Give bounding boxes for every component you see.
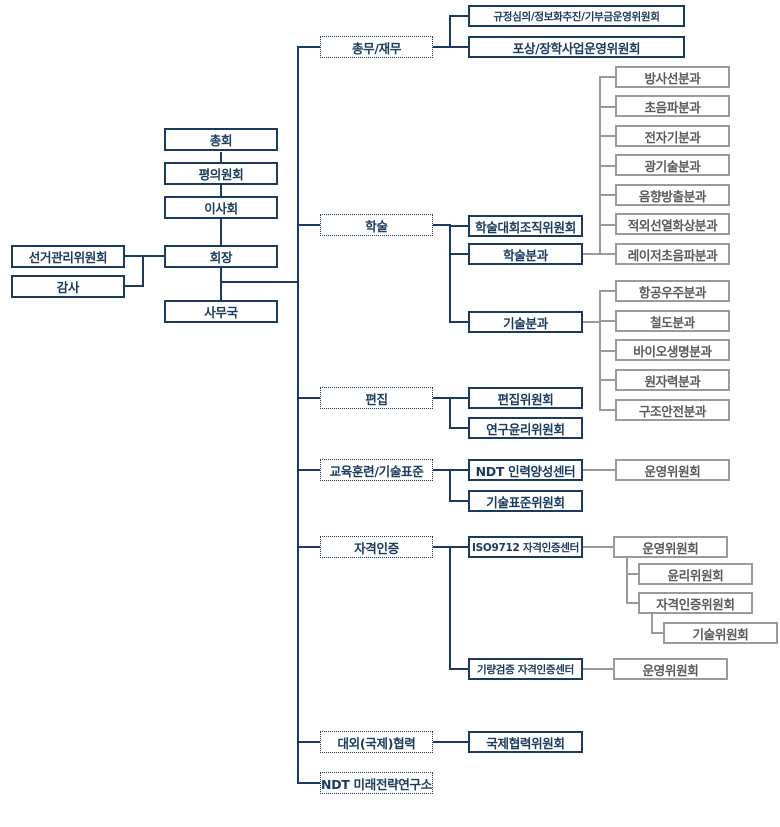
connector-line: [599, 290, 615, 292]
node-hr-steering-committee: 운영위원회: [615, 459, 730, 481]
connector-line: [220, 185, 222, 196]
node-skill-steering-committee: 운영위원회: [613, 658, 728, 680]
connector-line: [599, 106, 615, 108]
node-technical-subdivisions: 기술분과: [468, 311, 583, 333]
node-structural-safety-subdivision: 구조안전분과: [615, 399, 730, 421]
connector-line: [449, 427, 468, 429]
connector-line: [599, 409, 615, 411]
node-technical-standards-committee: 기술표준위원회: [468, 490, 583, 512]
connector-line: [449, 668, 468, 670]
connector-line: [220, 268, 222, 300]
connector-line: [297, 782, 320, 784]
node-election-management-committee: 선거관리위원회: [11, 245, 125, 268]
connector-line: [449, 546, 451, 670]
connector-line: [599, 194, 615, 196]
connector-line: [599, 135, 615, 137]
connector-line: [651, 614, 653, 634]
node-academic-subdivisions: 학술분과: [468, 243, 583, 265]
node-technical-committee: 기술위원회: [663, 622, 778, 644]
connector-line: [297, 469, 320, 471]
node-ndt-hr-training-center: NDT 인력양성센터: [468, 459, 583, 481]
connector-line: [449, 321, 468, 323]
node-qualification-certification-committee: 자격인증위원회: [638, 592, 753, 614]
connector-line: [297, 46, 299, 784]
node-infrared-thermography-subdivision: 적외선열화상분과: [615, 213, 730, 235]
node-editorial-committee: 편집위원회: [468, 387, 583, 409]
connector-line: [626, 573, 638, 575]
connector-line: [651, 632, 663, 634]
node-division-certification: 자격인증: [320, 536, 433, 558]
node-council-of-delegates: 평의원회: [164, 162, 278, 185]
connector-line: [599, 224, 615, 226]
connector-line: [449, 469, 451, 502]
node-radiography-subdivision: 방사선분과: [615, 66, 730, 88]
node-division-international-cooperation: 대외(국제)협력: [320, 731, 433, 753]
node-award-scholarship-committee: 포상/장학사업운영위원회: [468, 36, 685, 58]
connector-line: [449, 397, 451, 429]
node-regulation-informatization-donation-committee: 규정심의/정보화추진/기부금운영위원회: [468, 5, 685, 27]
node-iso-steering-committee: 운영위원회: [613, 536, 728, 558]
connector-line: [583, 668, 613, 670]
connector-line: [583, 321, 601, 323]
node-ethics-committee: 윤리위원회: [638, 563, 753, 585]
connector-line: [583, 469, 615, 471]
node-auditor: 감사: [11, 275, 125, 298]
connector-line: [626, 558, 628, 604]
connector-line: [449, 224, 451, 323]
node-general-assembly: 총회: [164, 128, 278, 151]
connector-line: [142, 255, 144, 287]
connector-line: [599, 165, 615, 167]
connector-line: [599, 76, 615, 78]
node-electromagnetic-subdivision: 전자기분과: [615, 125, 730, 147]
node-ndt-future-strategy-institute: NDT 미래전략연구소: [320, 772, 433, 794]
connector-line: [297, 397, 320, 399]
connector-line: [220, 219, 222, 245]
node-laser-ultrasonic-subdivision: 레이저초음파분과: [615, 243, 730, 265]
connector-line: [449, 225, 468, 227]
connector-line: [297, 224, 320, 226]
node-division-education-training-standards: 교육훈련/기술표준: [320, 459, 433, 481]
connector-line: [626, 602, 638, 604]
connector-line: [599, 350, 615, 352]
connector-line: [583, 546, 613, 548]
connector-line: [125, 285, 143, 287]
connector-line: [433, 224, 450, 226]
node-aerospace-subdivision: 항공우주분과: [615, 280, 730, 302]
node-research-ethics-committee: 연구윤리위원회: [468, 417, 583, 439]
node-president: 회장: [164, 245, 278, 268]
node-secretariat: 사무국: [164, 300, 278, 323]
connector-line: [449, 253, 468, 255]
node-division-academic: 학술: [320, 214, 433, 236]
node-division-general-affairs-finance: 총무/재무: [320, 36, 433, 58]
connector-line: [583, 253, 600, 255]
connector-line: [220, 281, 298, 283]
connector-line: [599, 320, 615, 322]
connector-line: [297, 546, 320, 548]
node-nuclear-subdivision: 원자력분과: [615, 369, 730, 391]
connector-line: [449, 15, 451, 48]
node-bio-life-subdivision: 바이오생명분과: [615, 339, 730, 361]
connector-line: [125, 255, 164, 257]
connector-line: [220, 152, 222, 162]
connector-line: [433, 741, 468, 743]
connector-line: [297, 741, 320, 743]
node-iso9712-certification-center: ISO9712 자격인증센터: [468, 536, 583, 558]
node-division-editorial: 편집: [320, 387, 433, 409]
node-ultrasonic-subdivision: 초음파분과: [615, 95, 730, 117]
node-acoustic-emission-subdivision: 음향방출분과: [615, 184, 730, 206]
node-conference-organizing-committee: 학술대회조직위원회: [468, 215, 583, 237]
node-railroad-subdivision: 철도분과: [615, 310, 730, 332]
node-international-cooperation-committee: 국제협력위원회: [468, 731, 583, 753]
node-optical-technology-subdivision: 광기술분과: [615, 154, 730, 176]
connector-line: [599, 379, 615, 381]
node-skill-verification-certification-center: 기량검증 자격인증센터: [468, 658, 583, 680]
connector-line: [449, 500, 468, 502]
node-board-of-directors: 이사회: [164, 196, 278, 219]
connector-line: [599, 253, 615, 255]
connector-line: [449, 15, 468, 17]
connector-line: [297, 46, 320, 48]
